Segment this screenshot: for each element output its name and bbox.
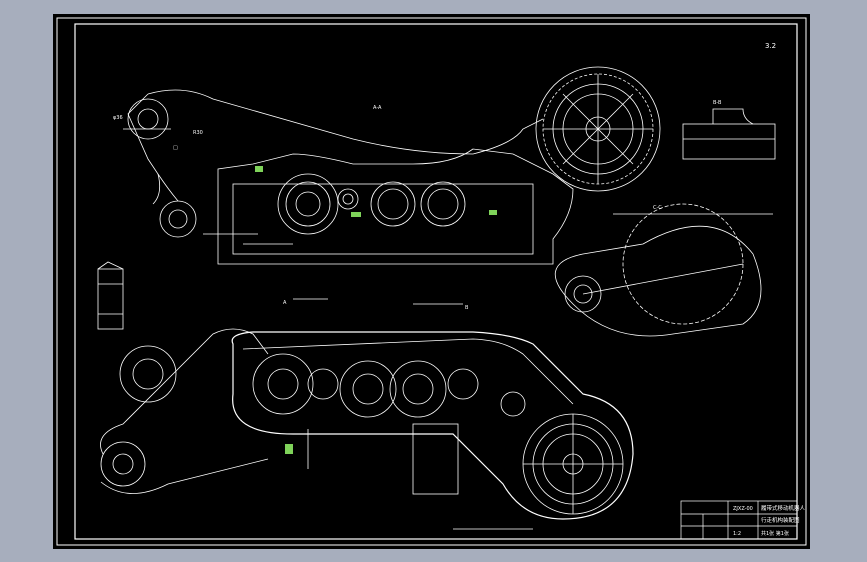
svg-text:□: □ <box>173 145 178 151</box>
roughness-mark: 3.2 <box>765 42 776 50</box>
svg-text:R30: R30 <box>193 130 203 136</box>
top-sprocket-view <box>535 66 661 192</box>
side-track-view: C-C <box>555 203 773 337</box>
inner-border <box>74 23 798 540</box>
cad-drawing: 3.2 φ36 R30 □ <box>56 17 807 546</box>
title-line1: 履带式移动机器人 <box>761 504 806 512</box>
view-c-label: C-C <box>653 205 662 211</box>
title-line2: 行走机构装配图 <box>761 516 800 524</box>
drawing-number: ZJXZ-00 <box>733 506 753 512</box>
detail-view-top-right: B-B <box>682 100 776 160</box>
outer-border <box>56 17 807 546</box>
detail-view-left <box>97 261 124 330</box>
title-block: 履带式移动机器人 行走机构装配图 ZJXZ-00 1:2 共1张 第1张 <box>680 500 806 540</box>
dim-b-label: B <box>465 305 469 311</box>
top-assembly-view: φ36 R30 □ <box>113 89 574 265</box>
svg-text:φ36: φ36 <box>113 115 123 121</box>
bottom-assembly-view: A B <box>100 298 634 530</box>
drawing-sheet: 3.2 φ36 R30 □ <box>53 14 810 549</box>
detail-b-label: B-B <box>713 100 722 106</box>
sheet-info: 共1张 第1张 <box>761 530 789 537</box>
dim-a-label: A <box>283 300 287 306</box>
top-view-label: A-A <box>373 105 382 111</box>
scale-value: 1:2 <box>733 531 741 537</box>
